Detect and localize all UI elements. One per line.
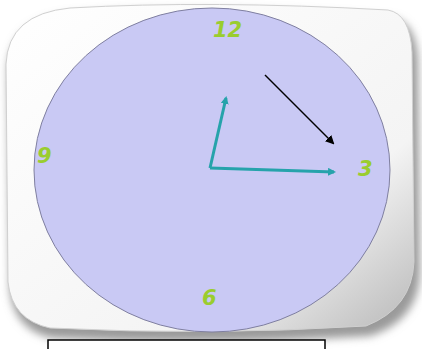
clock-face bbox=[34, 8, 390, 332]
answer-box bbox=[48, 340, 325, 349]
hour-hand bbox=[210, 98, 226, 168]
clock-numeral: 3 bbox=[358, 159, 373, 180]
clock-numeral: 6 bbox=[202, 288, 217, 309]
clock-numeral: 9 bbox=[37, 146, 52, 167]
minute-hand bbox=[210, 168, 334, 172]
clock-numeral: 12 bbox=[213, 20, 242, 41]
pointer-arrow bbox=[265, 75, 333, 143]
tile bbox=[6, 4, 414, 331]
